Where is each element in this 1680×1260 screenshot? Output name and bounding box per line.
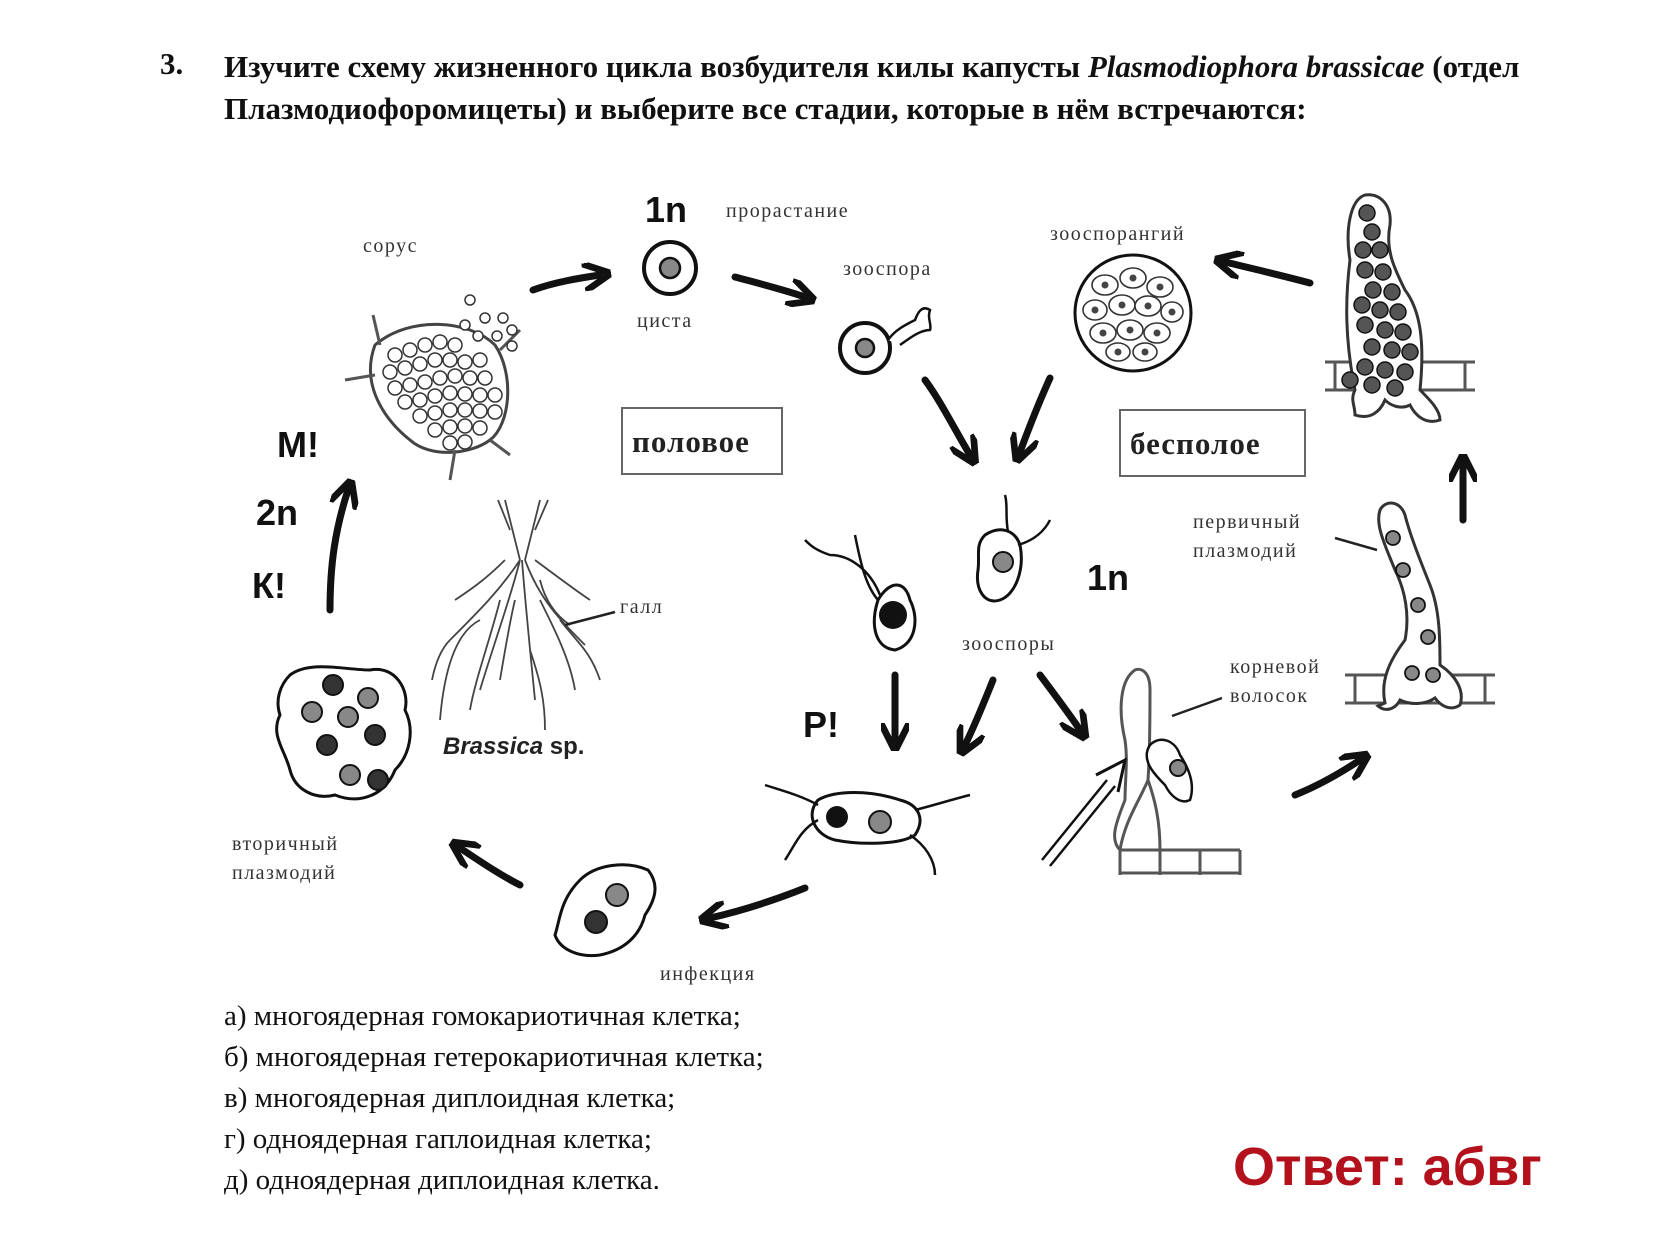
root-hair-amoeba (1145, 738, 1194, 803)
secondary-plasmodium: вторичный плазмодий (232, 665, 412, 884)
fusing-zoospores (764, 783, 971, 876)
question-text-before: Изучите схему жизненного цикла возбудите… (224, 49, 1088, 84)
species-name: Plasmodiophora brassicae (1087, 49, 1425, 84)
primary-plasmodium: первичный плазмодий (1193, 501, 1495, 711)
cyst-ploidy-label: 1n (645, 189, 687, 230)
option-c: в) многоядерная диплоидная клетка; (224, 1082, 676, 1114)
zoosporangium-nuclei (1091, 274, 1176, 356)
zoospore-nucleus (854, 337, 876, 359)
option-b: б) многоядерная гетерокариотичная клетка… (224, 1041, 764, 1073)
arrow-sorus-to-cyst (529, 275, 600, 294)
root-hair-outline (1113, 667, 1152, 852)
zoosporangium: зооспорангий (1050, 223, 1193, 373)
zoospore-dark-nucleus (879, 601, 907, 629)
zoospore-biflagellate-dark (804, 534, 917, 652)
root-cells (1118, 848, 1242, 875)
zoosporangium-cells (1082, 267, 1184, 362)
infection-label: инфекция (660, 963, 756, 985)
arrow-zoosporangium-down (1020, 374, 1054, 452)
option-d: г) одноядерная гаплоидная клетка; (224, 1123, 652, 1155)
question-text-after: (отдел Плазмодиофоромицеты) и выберите в… (224, 49, 1520, 126)
host-genus: Brassica (443, 733, 543, 760)
sorus-label: сорус (363, 235, 418, 257)
arrow-karyogamy-up (326, 490, 348, 614)
arrow-zoospore-down-3 (965, 676, 997, 745)
asexual-label: бесполое (1130, 426, 1261, 461)
karyogamy-label: К! (252, 565, 286, 606)
host-name-label: Brassica sp. (443, 733, 584, 760)
sorus: сорус (344, 235, 522, 481)
cyst: 1n прорастание циста (637, 189, 849, 332)
question-text: Изучите схему жизненного цикла возбудите… (224, 46, 1524, 130)
sorus-spores (382, 294, 518, 451)
root-hair-label-2: волосок (1230, 685, 1309, 707)
sexual-phase-box: половое (621, 407, 783, 475)
secondary-plasmodium-label-2: плазмодий (232, 862, 336, 884)
arrow-hair-to-zoosporangium (1225, 262, 1314, 287)
zoospore-emerging (886, 307, 932, 347)
cyst-nucleus (658, 256, 682, 280)
plasmogamy-label: Р! (803, 704, 839, 745)
root-hair-infected: корневой волосок (1113, 656, 1320, 875)
diploid-label: 2n (256, 492, 298, 533)
arrow-amoeba-to-secondary (460, 848, 524, 889)
root-hair-label-1: корневой (1230, 656, 1320, 678)
binucleate-amoeba: инфекция (553, 863, 756, 985)
answer-options: а) многоядерная гомокариотичная клетка; … (224, 996, 764, 1201)
meiosis-label: М! (277, 424, 319, 465)
host-species: sp. (543, 733, 584, 760)
zoospore-biflagellate-grey (975, 494, 1052, 603)
option-a: а) многоядерная гомокариотичная клетка; (224, 1000, 741, 1032)
sorus-wall (344, 314, 522, 481)
question-number: 3. (160, 46, 184, 81)
zoosporangium-label: зооспорангий (1050, 223, 1185, 245)
brassica-plant (431, 499, 601, 731)
zoosporangia-in-hair (1341, 204, 1419, 397)
arrow-cyst-to-zoospore (731, 273, 805, 297)
secondary-plasmodium-nuclei (301, 674, 389, 791)
arrow-zoospore-to-root (1036, 671, 1080, 730)
gall-label: галл (620, 596, 663, 618)
zoospores-ploidy-label: 1n (1087, 557, 1129, 598)
germinating-zoospore: зооспора (838, 258, 932, 375)
primary-plasmodium-nuclei (1385, 530, 1441, 683)
sexual-label: половое (632, 424, 750, 459)
arrow-root-to-primary (1291, 760, 1360, 799)
zoospores-label: зооспоры (962, 633, 1055, 655)
option-e: д) одноядерная диплоидная клетка. (224, 1164, 660, 1196)
primary-plasmodium-label-1: первичный (1193, 511, 1301, 533)
infection-arrow (1041, 757, 1128, 867)
gall-pointer (564, 610, 616, 627)
germination-label: прорастание (726, 200, 849, 222)
root-hair-with-zoosporangia (1325, 193, 1475, 423)
answer-text: Ответ: абвг (1233, 1137, 1542, 1197)
arrow-zoospore-down-1 (921, 376, 970, 455)
primary-plasmodium-label-2: плазмодий (1193, 540, 1297, 562)
zoospore-grey-nucleus (992, 551, 1014, 573)
cyst-label: циста (637, 310, 693, 332)
cycle-arrows (326, 262, 1463, 918)
asexual-phase-box: бесполое (1119, 409, 1306, 477)
zoospore-label: зооспора (843, 258, 932, 280)
arrow-fused-to-amoeba (710, 884, 809, 918)
secondary-plasmodium-label-1: вторичный (232, 833, 339, 855)
